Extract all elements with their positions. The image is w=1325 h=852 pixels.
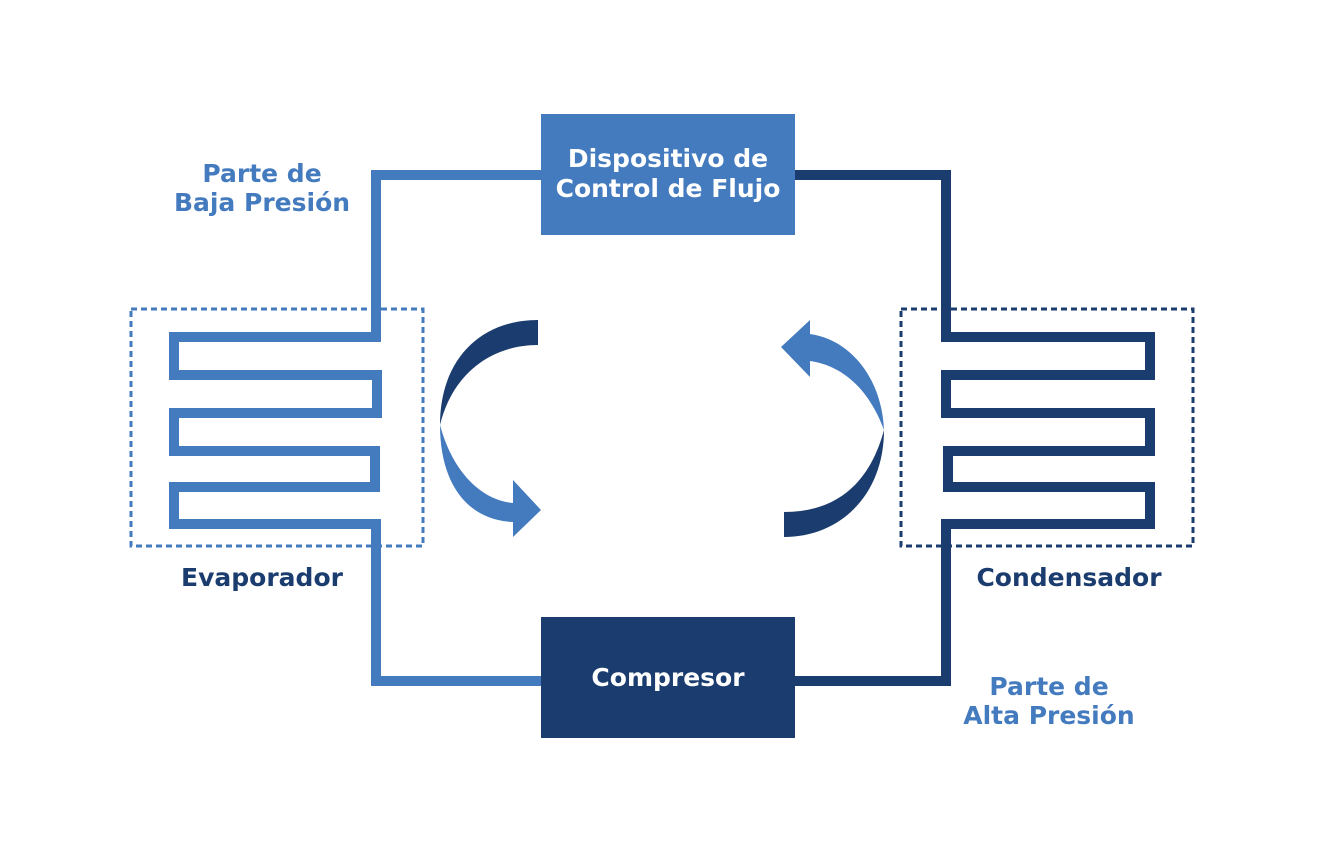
flow-control-label-line1: Dispositivo de bbox=[568, 144, 768, 173]
flow-control-label-line2: Control de Flujo bbox=[556, 174, 781, 203]
high-pressure-pipe bbox=[795, 170, 1155, 686]
right-arrow-light-segment bbox=[781, 320, 884, 430]
right-cycle-arrow bbox=[781, 320, 884, 537]
compressor-label: Compresor bbox=[591, 663, 745, 692]
flow-control-device-box: Dispositivo de Control de Flujo bbox=[541, 114, 795, 235]
low-pressure-label-line2: Baja Presión bbox=[174, 188, 350, 217]
high-pressure-label-line2: Alta Presión bbox=[963, 701, 1134, 730]
evaporator-dashed-box bbox=[129, 307, 425, 548]
evaporator-label: Evaporador bbox=[181, 563, 344, 592]
left-arrow-dark-segment bbox=[440, 320, 538, 425]
left-cycle-arrow bbox=[440, 320, 541, 537]
condenser-dashed-box bbox=[899, 307, 1195, 548]
low-pressure-pipe bbox=[169, 170, 541, 686]
compressor-box: Compresor bbox=[541, 617, 795, 738]
left-arrow-light-segment bbox=[440, 425, 541, 537]
high-pressure-label-line1: Parte de bbox=[989, 672, 1108, 701]
right-arrow-dark-segment bbox=[784, 430, 884, 537]
low-pressure-label-line1: Parte de bbox=[202, 159, 321, 188]
condenser-label: Condensador bbox=[976, 563, 1162, 592]
